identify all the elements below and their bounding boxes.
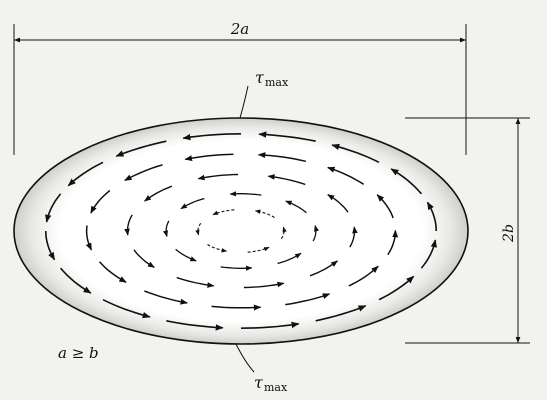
flow-arrow xyxy=(195,223,202,236)
flow-arrow xyxy=(115,140,167,157)
flow-arrow xyxy=(133,249,155,268)
flow-arrow xyxy=(257,152,307,163)
flow-arrow xyxy=(247,246,270,253)
flow-arrow xyxy=(90,189,111,214)
flow-arrow xyxy=(85,225,93,251)
flow-arrow xyxy=(243,281,285,289)
width-label: 2a xyxy=(230,20,250,38)
flow-arrow xyxy=(197,173,239,181)
flow-arrow xyxy=(327,166,364,185)
flow-arrow xyxy=(98,261,127,283)
flow-arrow xyxy=(390,168,422,195)
condition-label: a ≥ b xyxy=(58,344,99,362)
flow-arrow xyxy=(229,191,262,197)
flow-arrow xyxy=(331,143,380,164)
flow-arrow xyxy=(312,224,320,242)
flow-arrow xyxy=(166,320,224,331)
svg-text:max: max xyxy=(265,76,289,89)
flow-arrow xyxy=(285,293,331,306)
svg-text:τ: τ xyxy=(254,373,264,392)
flow-arrow xyxy=(285,200,307,214)
svg-text:max: max xyxy=(264,381,288,394)
flow-arrow xyxy=(175,248,197,262)
flow-arrow xyxy=(376,194,394,219)
flow-arrow xyxy=(258,131,316,142)
flow-arrow xyxy=(184,153,234,162)
flow-arrow xyxy=(102,298,151,319)
flow-arrow xyxy=(277,252,302,265)
flow-arrow xyxy=(280,226,287,239)
flow-arrow xyxy=(309,260,338,277)
flow-arrow xyxy=(144,185,173,202)
flow-arrow xyxy=(420,239,437,269)
flow-arrow xyxy=(426,201,437,232)
ellipse-section xyxy=(13,117,469,345)
tau-bottom-leader xyxy=(235,343,255,373)
flow-arrow xyxy=(211,304,262,311)
height-label: 2b xyxy=(501,224,517,243)
flow-arrow xyxy=(220,265,253,271)
flow-arrow xyxy=(327,194,349,213)
tau-max-bottom-label: τ max xyxy=(254,373,288,394)
flow-arrow xyxy=(124,164,163,182)
flow-arrow xyxy=(212,209,235,216)
flow-arrow xyxy=(67,161,104,187)
flow-arrow xyxy=(144,290,188,305)
flow-arrow xyxy=(387,229,399,256)
flow-arrow xyxy=(45,230,56,261)
height-dimension: 2b xyxy=(405,117,530,344)
flow-arrow xyxy=(207,244,228,253)
flow-arrow xyxy=(348,265,379,287)
flow-arrow xyxy=(180,197,205,210)
svg-text:τ: τ xyxy=(255,68,265,87)
flow-arrow xyxy=(349,226,358,248)
shear-flow-arrows xyxy=(45,131,437,331)
flow-arrow xyxy=(124,214,133,236)
flow-arrow xyxy=(315,305,367,322)
flow-arrow xyxy=(182,133,242,141)
flow-arrow xyxy=(176,276,215,288)
tau-max-top-label: τ max xyxy=(255,68,289,89)
flow-arrow xyxy=(162,220,170,238)
flow-arrow xyxy=(240,321,300,329)
tau-top-leader xyxy=(239,85,249,119)
flow-arrow xyxy=(60,267,92,294)
flow-arrow xyxy=(45,193,62,223)
flow-arrow xyxy=(267,174,306,186)
width-dimension: 2a xyxy=(13,20,467,155)
flow-arrow xyxy=(378,275,415,301)
flow-arrow xyxy=(254,209,275,218)
